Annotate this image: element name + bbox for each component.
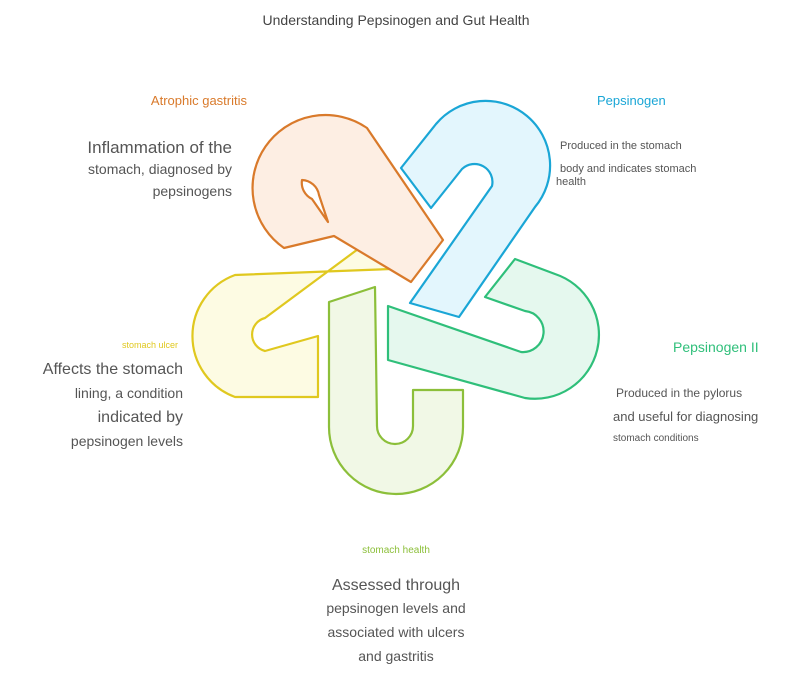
description-line: Produced in the stomach [560, 140, 682, 152]
heading-pepsinogen: Pepsinogen [597, 93, 666, 108]
heading-stomach-ulcer: stomach ulcer [122, 340, 179, 350]
description-line: pepsinogen levels [70, 433, 183, 450]
description-pepsinogen-ii: Produced in the pylorus and useful for d… [613, 386, 783, 445]
description-line: pepsinogen levels and [326, 600, 466, 617]
description-stomach-ulcer: Affects the stomach lining, a condition … [3, 360, 183, 450]
heading-pepsinogen-ii: Pepsinogen II [673, 339, 759, 355]
description-line: Produced in the pylorus [616, 386, 743, 400]
description-pepsinogen: Produced in the stomach body and indicat… [556, 140, 760, 190]
knot-segment-stomach-ulcer [191, 230, 393, 399]
description-line: Inflammation of the [87, 138, 232, 157]
description-line: health [556, 176, 586, 189]
description-line: pepsinogens [152, 183, 232, 200]
diagram-title: Understanding Pepsinogen and Gut Health [262, 12, 530, 28]
description-line: lining, a condition [74, 385, 183, 402]
heading-stomach-health: stomach health [362, 545, 430, 556]
knot-segment-pepsinogen [399, 99, 552, 319]
description-line: Assessed through [331, 577, 461, 594]
description-atrophic-gastritis: Inflammation of the stomach, diagnosed b… [12, 138, 232, 200]
description-line: associated with ulcers [327, 623, 465, 640]
description-line: and useful for diagnosing [613, 409, 759, 425]
heading-atrophic-gastritis: Atrophic gastritis [150, 93, 247, 108]
description-stomach-health: Assessed through pepsinogen levels and a… [246, 576, 546, 665]
knot-segment-stomach-health [327, 285, 465, 496]
description-line: stomach, diagnosed by [88, 161, 232, 178]
description-line: stomach conditions [613, 432, 699, 444]
description-line: indicated by [97, 408, 183, 426]
description-line: and gastritis [358, 647, 434, 664]
description-line: Affects the stomach [42, 361, 183, 378]
knot-segment-pepsinogen-ii [386, 257, 601, 400]
knot-segment-atrophic-gastritis [251, 113, 445, 284]
description-line: body and indicates stomach [560, 163, 697, 176]
